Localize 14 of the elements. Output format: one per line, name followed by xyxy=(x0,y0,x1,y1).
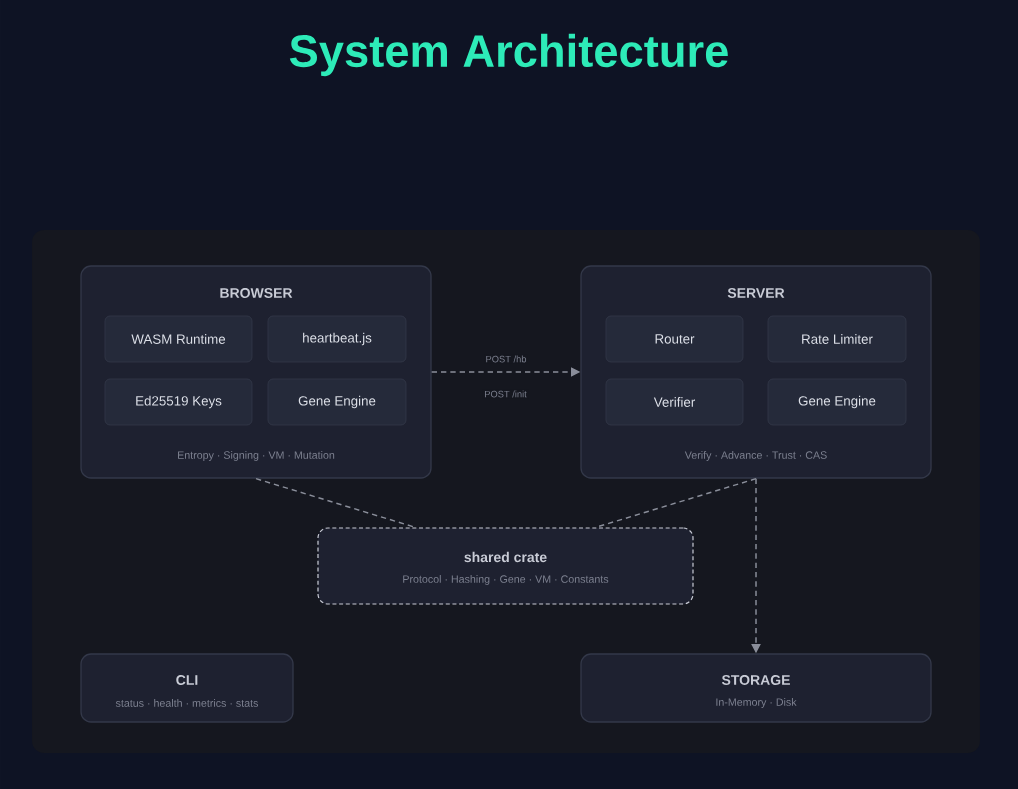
component-box: STORAGE In-Memory · Disk xyxy=(580,653,932,723)
module-box: Gene Engine xyxy=(267,378,407,426)
module-box: heartbeat.js xyxy=(267,315,407,363)
component-box: CLI status · health · metrics · stats xyxy=(80,653,294,723)
title: System Architecture xyxy=(289,33,728,77)
module-box: Rate Limiter xyxy=(767,315,907,363)
module-box: Verifier xyxy=(605,378,744,426)
edge-label: POST /hb xyxy=(484,354,528,364)
route-label: POST /init xyxy=(482,389,529,399)
shared-box: shared crate Protocol · Hashing · Gene · VM · Constants xyxy=(317,527,694,605)
module-box: Router xyxy=(605,315,744,363)
module-box: Ed25519 Keys xyxy=(104,378,253,426)
module-box: WASM Runtime xyxy=(104,315,253,363)
module-box: Gene Engine xyxy=(767,378,907,426)
